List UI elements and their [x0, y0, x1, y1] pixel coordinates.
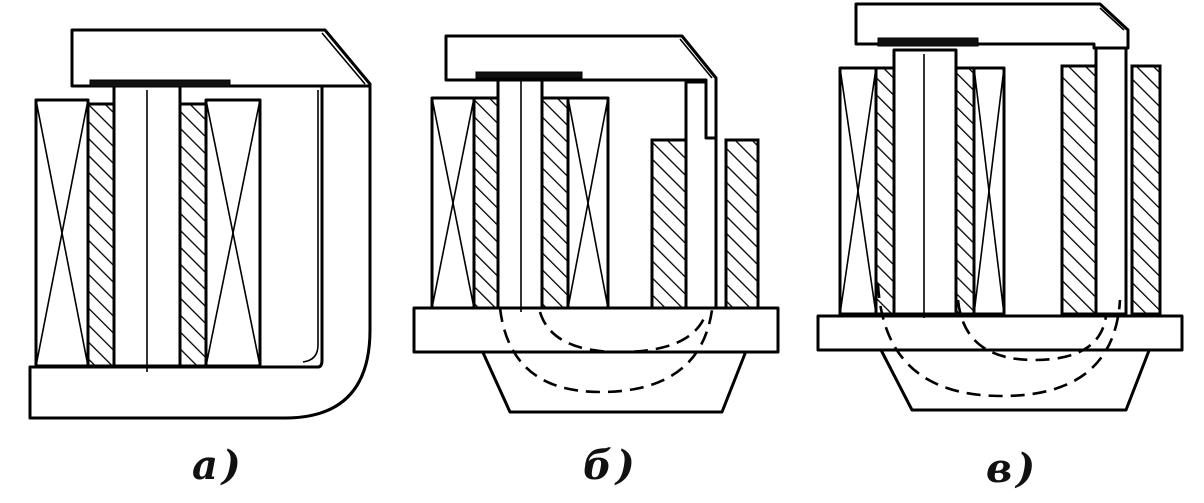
pole-c-2: [1094, 44, 1128, 316]
coil-c-left: [838, 66, 878, 316]
diagram-a: [28, 28, 372, 420]
winding-a-left: [86, 102, 116, 368]
pole-c-3: [1130, 64, 1162, 316]
caption-c: в): [986, 445, 1040, 492]
flux-c-1: [876, 283, 1122, 398]
base-b: [412, 306, 780, 354]
winding-b-mid: [540, 96, 570, 310]
flux-b-1: [498, 307, 714, 394]
coil-a-right: [204, 98, 262, 368]
flux-b-2: [538, 311, 707, 354]
caption-b: б): [583, 442, 639, 489]
shim-c: [877, 37, 979, 47]
core-b: [496, 74, 544, 310]
winding-c-mid: [954, 66, 976, 316]
coil-c-right: [972, 66, 1006, 316]
armature-a: [70, 28, 372, 88]
winding-c-left: [874, 66, 896, 316]
winding-a-right: [178, 102, 208, 368]
winding-b-left: [472, 96, 500, 310]
core-c: [892, 48, 958, 316]
yoke-a: [28, 84, 372, 420]
shim-b: [475, 71, 583, 79]
diagram-b: [412, 34, 780, 414]
lower-yoke-c: [878, 346, 1152, 412]
flux-c-2: [956, 299, 1108, 362]
pole-c-1: [1060, 64, 1098, 316]
diagram-c: [816, 2, 1184, 412]
pole-b-3: [724, 138, 760, 310]
caption-a: а): [192, 442, 245, 489]
pole-b-1: [650, 138, 688, 310]
coil-a-left: [34, 98, 90, 368]
armature-b: [444, 34, 718, 140]
coil-b-right: [566, 96, 610, 310]
shim-a: [89, 79, 231, 88]
lower-yoke-b: [478, 344, 750, 414]
base-c: [816, 314, 1184, 352]
coil-b-left: [430, 96, 476, 310]
